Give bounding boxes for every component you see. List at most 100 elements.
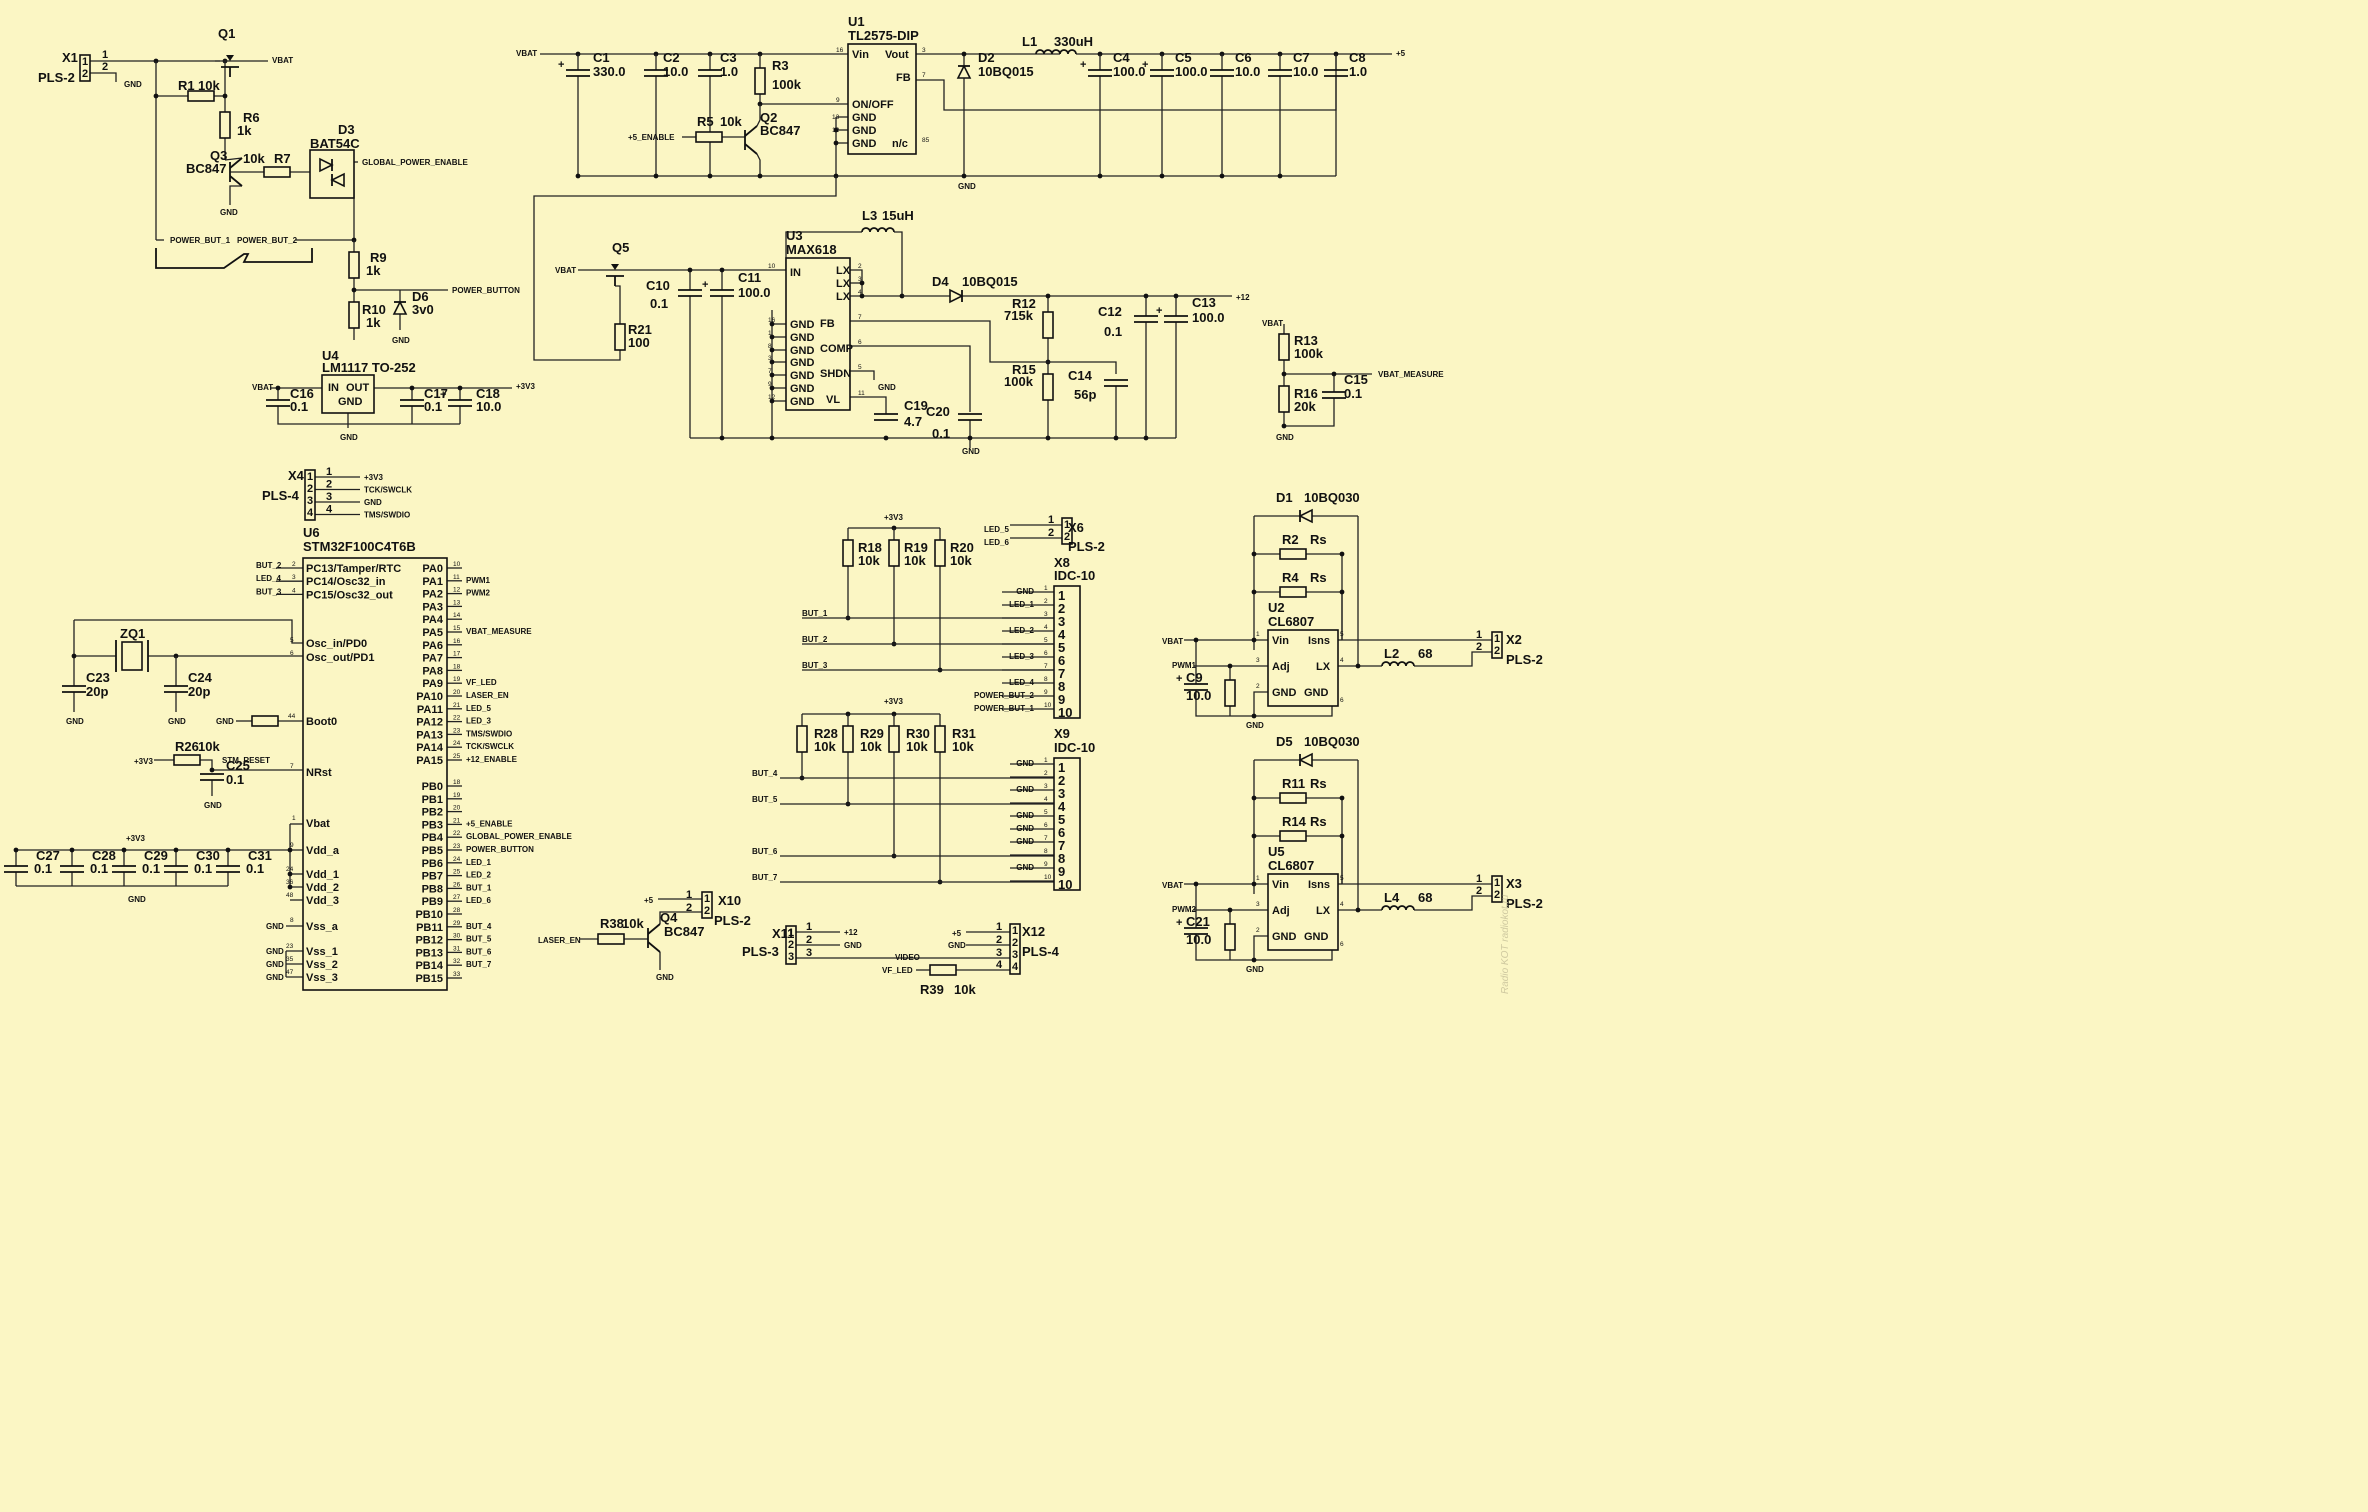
ref-q5: Q5 xyxy=(612,240,629,255)
u6-pb-pin: PB2 xyxy=(422,807,443,819)
junction-dot xyxy=(769,359,775,365)
val-r39: 10k xyxy=(954,982,976,997)
u6-left-pin: PC15/Osc32_out xyxy=(306,589,393,601)
u3-in: IN xyxy=(790,267,801,279)
val-r16: 20k xyxy=(1294,399,1316,414)
val-x8: IDC-10 xyxy=(1054,568,1095,583)
u6-pb-net: BUT_7 xyxy=(466,960,492,969)
pin-number: 6 xyxy=(1340,697,1344,704)
ref-c6: C6 xyxy=(1235,50,1252,65)
pin-number: 31 xyxy=(453,945,461,952)
val-c16: 0.1 xyxy=(290,399,308,414)
u6-pb-net: POWER_BUTTON xyxy=(466,845,534,854)
x8-but: BUT_3 xyxy=(802,661,828,670)
ref-x12: X12 xyxy=(1022,924,1045,939)
x9-net: GND xyxy=(1016,863,1034,872)
mosfet-diode xyxy=(611,264,619,270)
pin-number: 1 xyxy=(806,921,812,933)
val-c23: 20p xyxy=(86,684,108,699)
u6-pa-pin: PA3 xyxy=(422,601,443,613)
val-c21: 10.0 xyxy=(1186,932,1211,947)
pin-number: 9 xyxy=(768,381,772,388)
x9-pin: 7 xyxy=(1058,838,1065,853)
pin-number: 4 xyxy=(1044,624,1048,631)
ref-x11: X11 xyxy=(772,926,794,941)
u6-pa-net: VF_LED xyxy=(466,678,497,687)
mosfet-diode xyxy=(226,55,234,61)
val-c7: 10.0 xyxy=(1293,64,1318,79)
pin-number: 8 xyxy=(290,917,294,924)
connector-pin: 2 xyxy=(1064,531,1070,543)
val-u3: MAX618 xyxy=(786,242,837,257)
wire xyxy=(894,231,903,296)
u6-pb-net: LED_2 xyxy=(466,871,491,880)
ref-c19: C19 xyxy=(904,398,928,413)
x9-net: GND xyxy=(1016,759,1034,768)
junction-dot xyxy=(222,93,228,99)
val-c4: 100.0 xyxy=(1113,64,1146,79)
u1-gnd1: GND xyxy=(852,112,877,124)
pin-number: 7 xyxy=(1044,835,1048,842)
u6-pa-pin: PA7 xyxy=(422,653,443,665)
net-label: GND xyxy=(656,973,674,982)
junction-dot xyxy=(287,884,293,890)
resistor-body xyxy=(934,539,946,567)
junction-dot xyxy=(687,267,693,273)
u5-gnd2: GND xyxy=(1304,931,1329,943)
net-label: GND xyxy=(128,895,146,904)
u6-pa-net: +12_ENABLE xyxy=(466,755,518,764)
ref-r11: R11 xyxy=(1282,776,1305,791)
junction-dot xyxy=(1143,435,1149,441)
pin-number: 2 xyxy=(1044,770,1048,777)
pin-number: 9 xyxy=(1044,689,1048,696)
val-x3: PLS-2 xyxy=(1506,896,1543,911)
ref-u6: U6 xyxy=(303,525,320,540)
net-label: +12 xyxy=(1236,293,1250,302)
connector-pin: 2 xyxy=(82,68,88,80)
u6-pb-pin: PB13 xyxy=(415,947,443,959)
junction-dot xyxy=(1227,663,1233,669)
x8-but: BUT_2 xyxy=(802,635,828,644)
pin-number: 25 xyxy=(453,869,461,876)
junction-dot xyxy=(1281,371,1287,377)
ref-c29: C29 xyxy=(144,848,168,863)
ref-l4: L4 xyxy=(1384,890,1400,905)
junction-dot xyxy=(121,847,127,853)
u6-pa-pin: PA5 xyxy=(422,627,443,639)
junction-dot xyxy=(757,173,763,179)
val-r11: Rs xyxy=(1310,776,1327,791)
pin-number: 9 xyxy=(1044,861,1048,868)
ref-c12: C12 xyxy=(1098,304,1122,319)
val-d5: 10BQ030 xyxy=(1304,734,1360,749)
wire xyxy=(277,406,460,425)
val-x12: PLS-4 xyxy=(1022,944,1060,959)
u6-pa-net: LASER_EN xyxy=(466,691,509,700)
pin-number: 4 xyxy=(1340,901,1344,908)
u2-body xyxy=(1267,629,1339,707)
x9-pin: 8 xyxy=(1058,851,1065,866)
pin-number: 10 xyxy=(1044,702,1052,709)
val-c17: 0.1 xyxy=(424,399,442,414)
u2-lx: LX xyxy=(1316,661,1331,673)
pin-number: 9 xyxy=(836,97,840,104)
val-c12: 0.1 xyxy=(1104,324,1122,339)
junction-dot xyxy=(653,173,659,179)
junction-dot xyxy=(1143,293,1149,299)
u1-onoff: ON/OFF xyxy=(852,99,894,111)
pin-number: 12 xyxy=(768,394,776,401)
pin-number: 8 xyxy=(1044,676,1048,683)
connector-pin: 3 xyxy=(788,951,794,963)
wire xyxy=(1195,690,1333,717)
pin-number: 2 xyxy=(292,561,296,568)
wire xyxy=(850,320,1117,374)
junction-dot xyxy=(153,93,159,99)
junction-dot xyxy=(967,435,973,441)
ref-r13: R13 xyxy=(1294,333,1318,348)
diode-symbol xyxy=(1298,508,1313,524)
junction-dot xyxy=(859,280,865,286)
resistor-body xyxy=(754,67,766,95)
ref-c23: C23 xyxy=(86,670,110,685)
x8-pin: 9 xyxy=(1058,692,1065,707)
ref-r6: R6 xyxy=(243,110,260,125)
u3-right-pin: COMP xyxy=(820,343,853,355)
